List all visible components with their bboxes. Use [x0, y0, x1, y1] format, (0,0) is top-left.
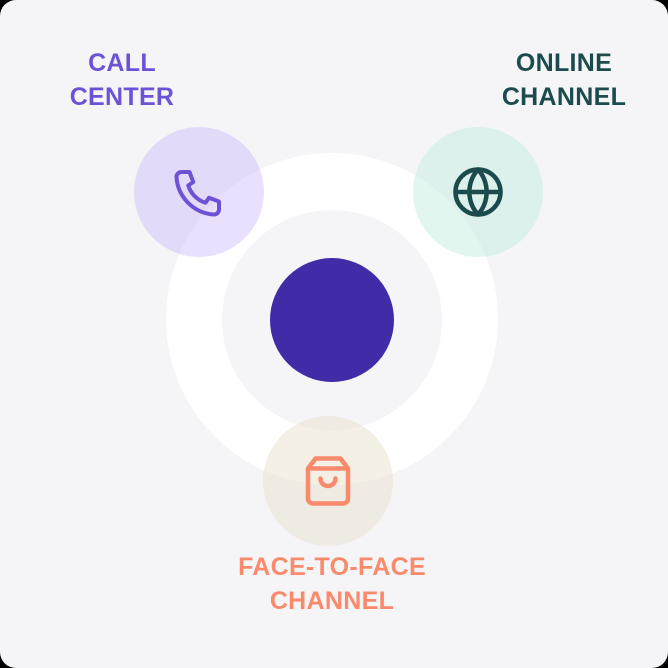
- globe-icon: [453, 167, 503, 217]
- online-channel-label-line2: CHANNEL: [501, 83, 627, 111]
- online-channel-label-line1: ONLINE: [515, 49, 613, 77]
- call-center-label-line2: CENTER: [69, 83, 175, 111]
- face-to-face-label-line2: CHANNEL: [269, 587, 395, 615]
- face-to-face-label-line1: FACE-TO-FACE: [238, 553, 426, 581]
- online-channel-node: [413, 127, 543, 257]
- shopping-bag-icon: [305, 456, 351, 506]
- online-channel-label: ONLINE CHANNEL: [482, 46, 646, 114]
- phone-icon: [174, 170, 221, 217]
- face-to-face-node: [263, 416, 393, 546]
- call-center-label-line1: CALL: [88, 49, 156, 77]
- call-center-node: [134, 127, 264, 257]
- center-hub: [270, 258, 394, 382]
- call-center-label: CALL CENTER: [60, 46, 184, 114]
- face-to-face-label: FACE-TO-FACE CHANNEL: [212, 550, 452, 618]
